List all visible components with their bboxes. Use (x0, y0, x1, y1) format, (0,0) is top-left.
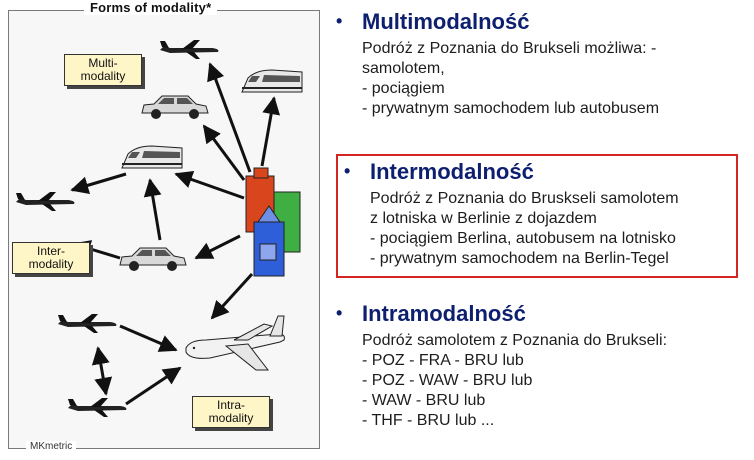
diagram-footer: MKmetric (26, 441, 77, 452)
plane-icon (58, 314, 117, 333)
section-line: - WAW - BRU lub (362, 392, 486, 409)
section-intermodality: •Intermodalność Podróż z Poznania do Bru… (344, 158, 679, 269)
car-icon (119, 247, 187, 272)
intra-modality-label: Intra-modality (192, 396, 270, 428)
section-heading: •Intermodalność (344, 159, 534, 184)
city-buildings-icon (245, 167, 301, 277)
plane-icon (16, 192, 75, 211)
plane-icon (160, 40, 219, 59)
airliner-icon (185, 315, 285, 371)
car-icon (141, 95, 209, 120)
section-line: Podróż z Poznania do Bruskseli samolotem (370, 190, 679, 207)
section-multimodality: •Multimodalność Podróż z Poznania do Bru… (336, 8, 659, 119)
section-line: Podróż z Poznania do Brukseli możliwa: - (362, 40, 657, 57)
train-icon (121, 145, 183, 169)
diagram-title: Forms of modality* (84, 0, 218, 15)
plane-icon (68, 398, 127, 417)
section-intramodality: •Intramodalność Podróż samolotem z Pozna… (336, 300, 667, 431)
section-line: Podróż samolotem z Poznania do Brukseli: (362, 332, 668, 349)
section-line: samolotem, (362, 60, 445, 77)
section-line: z lotniska w Berlinie z dojazdem (370, 210, 597, 227)
section-line: - pociągiem Berlina, autobusem na lotnis… (370, 230, 676, 247)
section-heading: •Multimodalność (336, 9, 530, 34)
section-line: - pociągiem (362, 80, 445, 97)
section-line: - prywatnym samochodem lub autobusem (362, 100, 660, 117)
section-line: - THF - BRU lub ... (362, 412, 495, 429)
modality-diagram (16, 40, 303, 417)
section-line: - prywatnym samochodem na Berlin-Tegel (370, 250, 669, 267)
section-line: - POZ - FRA - BRU lub (362, 352, 524, 369)
section-line: - POZ - WAW - BRU lub (362, 372, 533, 389)
inter-modality-label: Inter-modality (12, 242, 90, 274)
train-icon (241, 69, 303, 93)
multi-modality-label: Multi-modality (64, 54, 142, 86)
highlight-box (336, 154, 738, 278)
section-heading: •Intramodalność (336, 301, 526, 326)
